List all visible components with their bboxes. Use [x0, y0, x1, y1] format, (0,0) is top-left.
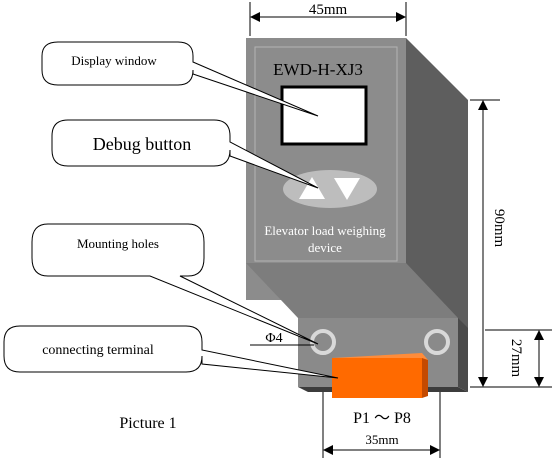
down-arrow-button[interactable]: [334, 178, 360, 200]
callout-mounting-holes-text: Mounting holes: [77, 236, 159, 251]
callout-connecting-terminal-text: connecting terminal: [42, 343, 154, 358]
callout-debug-button-text: Debug button: [93, 134, 192, 154]
hole-diameter-label: Φ4: [265, 331, 282, 346]
base-slope: [246, 263, 458, 318]
debug-button-pad: [283, 170, 377, 208]
mounting-holes: [310, 329, 450, 355]
terminal-front: [332, 358, 422, 398]
mounting-hole-right: [424, 329, 450, 355]
body-side-face: [406, 38, 468, 330]
callout-debug-button: Debug button: [51, 119, 319, 189]
up-arrow-button[interactable]: [299, 177, 325, 199]
body-front-inner-border: [254, 46, 398, 262]
device-name-line1: Elevator load weighing: [264, 223, 386, 238]
callout-display-window-text: Display window: [71, 53, 157, 68]
terminal-pin-label: P1 ～ P8: [353, 410, 411, 427]
height-base-label: 27mm: [508, 339, 524, 378]
connecting-terminal: [332, 353, 428, 398]
width-top-label: 45mm: [309, 2, 348, 18]
model-label: EWD-H-XJ3: [273, 60, 363, 79]
height-total-label: 90mm: [491, 209, 507, 248]
device-name-line2: device: [308, 240, 342, 255]
dimension-height-base: 27mm: [485, 329, 552, 388]
callout-display-window: Display window: [41, 41, 319, 117]
base-side-face: [458, 318, 468, 392]
callout-connecting-terminal: connecting terminal: [3, 325, 339, 379]
display-window: [280, 85, 368, 146]
mounting-hole-left: [310, 329, 336, 355]
dimension-height-total: 90mm: [470, 99, 507, 388]
hole-diameter-annotation: Φ4: [250, 331, 314, 346]
figure-caption: Picture 1: [119, 415, 176, 432]
terminal-side: [422, 358, 428, 398]
dimension-width-bottom: 35mm: [322, 392, 441, 458]
dimension-width-top: 45mm: [249, 2, 407, 36]
debug-button-group: [283, 170, 377, 208]
width-bottom-label: 35mm: [365, 432, 398, 447]
callout-mounting-holes: Mounting holes: [31, 223, 319, 345]
